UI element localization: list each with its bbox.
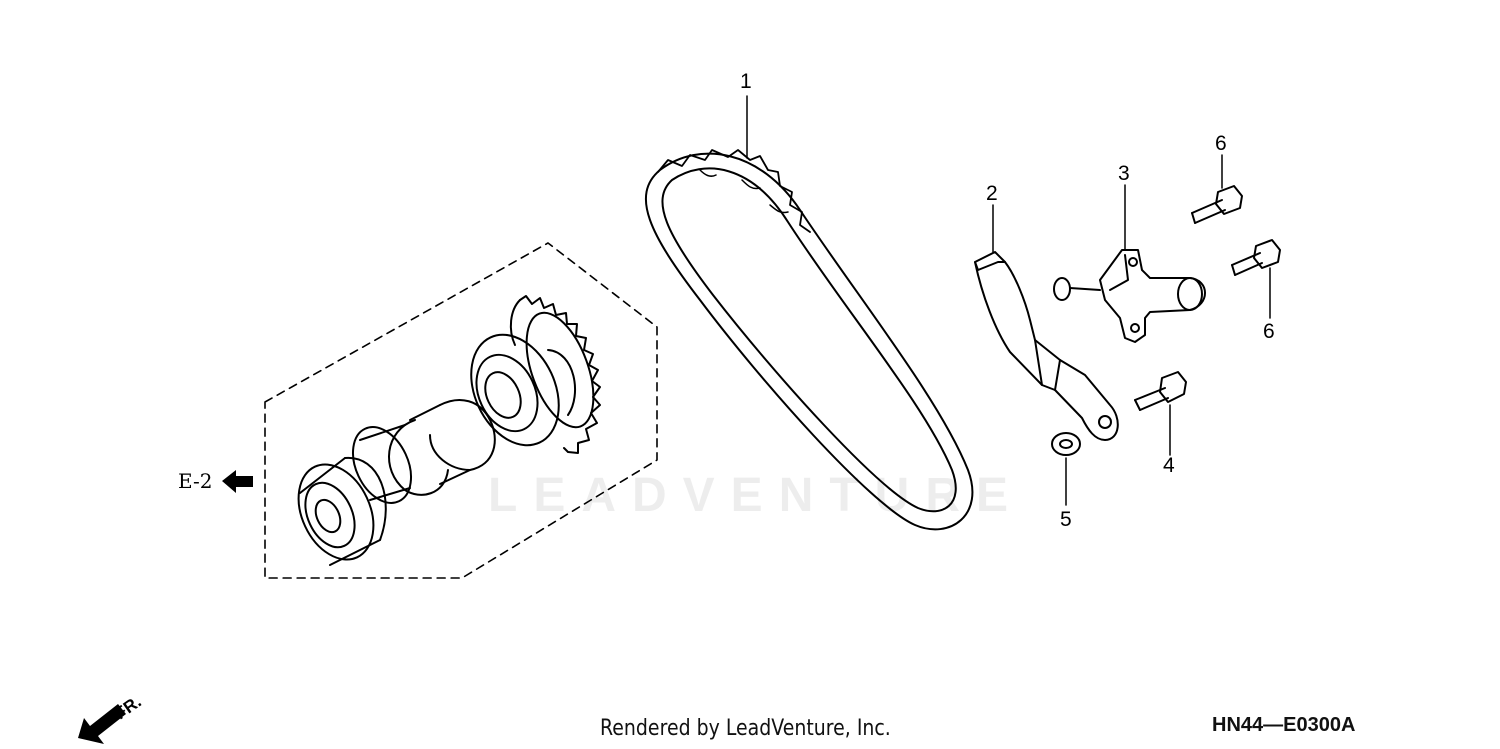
watermark: LEADVENTURE <box>488 469 1025 522</box>
cam-sprocket <box>509 295 601 454</box>
callout-1: 1 <box>740 70 752 93</box>
credit-text: Rendered by LeadVenture, Inc. <box>600 716 891 741</box>
callout-2: 2 <box>986 182 998 205</box>
camshaft-assembly[interactable] <box>284 295 607 572</box>
camshaft-body <box>351 399 496 504</box>
cam-chain[interactable] <box>644 149 974 531</box>
camshaft-assembly-outline <box>264 242 658 579</box>
callout-5: 5 <box>1060 508 1072 531</box>
arrow-down-left-icon <box>78 704 126 744</box>
flange-bolt-4[interactable] <box>1134 371 1187 411</box>
callout-6-right: 6 <box>1263 320 1275 343</box>
callout-3: 3 <box>1118 162 1130 185</box>
tensioner-arm[interactable] <box>974 251 1119 441</box>
cam-bearing-front <box>297 456 387 566</box>
washer-5[interactable] <box>1051 432 1081 456</box>
diagram-code: HN44—E0300A <box>1212 714 1356 736</box>
callout-6-upper: 6 <box>1215 132 1227 155</box>
tensioner-lifter[interactable] <box>1053 249 1206 343</box>
front-indicator: FR. <box>78 692 145 744</box>
leader-lines <box>746 95 1271 506</box>
arrow-left-icon <box>222 470 253 493</box>
flange-bolt-6-right[interactable] <box>1231 239 1281 276</box>
cross-reference-label[interactable]: E-2 <box>178 469 212 493</box>
callout-4: 4 <box>1163 454 1175 477</box>
flange-bolt-6-upper[interactable] <box>1191 185 1243 224</box>
cam-bearing-rear <box>470 333 576 447</box>
